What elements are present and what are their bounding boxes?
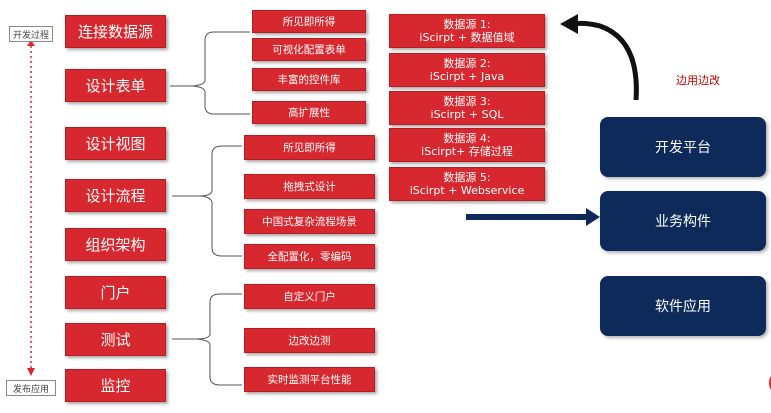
datasource-1-desc: iScirpt + 数据值域 bbox=[419, 31, 515, 44]
form-feature-wysiwyg: 所见即所得 bbox=[252, 10, 366, 33]
step-design-process: 设计流程 bbox=[65, 179, 166, 212]
brace-form-features bbox=[170, 31, 250, 115]
process-feature-wysiwyg: 所见即所得 bbox=[244, 135, 375, 160]
loop-arrow bbox=[571, 20, 639, 101]
test-feature-custom-portal: 自定义门户 bbox=[244, 284, 375, 309]
platform-business-components: 业务构件 bbox=[600, 191, 766, 251]
arrow-head bbox=[586, 208, 600, 226]
loop-arrow-head bbox=[560, 14, 578, 34]
process-feature-drag-drop: 拖拽式设计 bbox=[244, 174, 375, 199]
datasource-2-title: 数据源 2: bbox=[443, 57, 491, 70]
test-feature-edit-test: 边改边测 bbox=[244, 328, 375, 353]
step-design-view: 设计视图 bbox=[65, 127, 166, 160]
datasource-5-title: 数据源 5: bbox=[443, 171, 491, 184]
test-feature-monitoring: 实时监测平台性能 bbox=[244, 367, 375, 392]
brace-process-features bbox=[172, 145, 242, 257]
step-monitor: 监控 bbox=[65, 369, 166, 402]
datasource-1-title: 数据源 1: bbox=[443, 18, 491, 31]
platform-dev: 开发平台 bbox=[600, 117, 766, 177]
step-design-form: 设计表单 bbox=[65, 69, 166, 102]
form-feature-extensibility: 高扩展性 bbox=[252, 101, 366, 124]
brace-test-features bbox=[172, 293, 242, 386]
timeline-start-marker bbox=[27, 40, 35, 46]
process-feature-complex-scenarios: 中国式复杂流程场景 bbox=[244, 209, 375, 234]
datasource-3-desc: iScirpt + SQL bbox=[430, 108, 504, 121]
datasource-1: 数据源 1: iScirpt + 数据值域 bbox=[389, 14, 545, 48]
process-feature-zero-code: 全配置化，零编码 bbox=[244, 244, 375, 269]
loop-label: 边用边改 bbox=[676, 74, 720, 87]
label-release: 发布应用 bbox=[6, 380, 56, 396]
datasource-2-desc: iScirpt + Java bbox=[429, 70, 505, 83]
step-connect-datasource: 连接数据源 bbox=[65, 15, 166, 48]
datasource-5-desc: iScirpt + Webservice bbox=[409, 184, 525, 197]
step-portal: 门户 bbox=[65, 276, 166, 309]
datasource-3-title: 数据源 3: bbox=[443, 95, 491, 108]
datasource-2: 数据源 2: iScirpt + Java bbox=[389, 53, 545, 87]
datasource-4: 数据源 4: iScirpt+ 存储过程 bbox=[389, 128, 545, 162]
form-feature-visual-config: 可视化配置表单 bbox=[252, 38, 366, 61]
timeline-arrow-head bbox=[27, 368, 35, 376]
arrow-shaft bbox=[466, 214, 588, 220]
datasource-5: 数据源 5: iScirpt + Webservice bbox=[389, 167, 545, 201]
label-dev-process: 开发过程 bbox=[9, 26, 53, 42]
datasource-4-title: 数据源 4: bbox=[443, 132, 491, 145]
step-org-structure: 组织架构 bbox=[65, 228, 166, 261]
datasource-4-desc: iScirpt+ 存储过程 bbox=[421, 145, 513, 158]
datasource-3: 数据源 3: iScirpt + SQL bbox=[389, 91, 545, 125]
platform-software-apps: 软件应用 bbox=[600, 276, 766, 336]
step-test: 测试 bbox=[65, 323, 166, 356]
form-feature-widget-library: 丰富的控件库 bbox=[252, 68, 366, 91]
